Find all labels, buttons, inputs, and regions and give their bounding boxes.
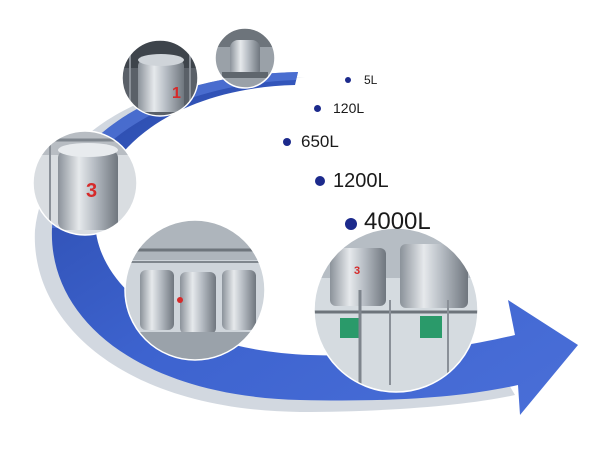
scale-dot-4000l (345, 218, 357, 230)
scale-label-4000l: 4000L (364, 208, 431, 235)
photo-tank-3: 3 (33, 131, 137, 235)
scale-label-1200l: 1200L (333, 170, 389, 192)
scale-label-120l: 120L (333, 100, 365, 116)
svg-text:3: 3 (86, 180, 97, 202)
scale-dot-650l (283, 138, 291, 146)
scale-dot-120l (314, 105, 321, 112)
scale-dot-5l (345, 77, 351, 83)
svg-text:3: 3 (354, 265, 360, 277)
scale-dot-1200l (315, 176, 325, 186)
photo-production-line: 3 (314, 228, 478, 392)
svg-text:1: 1 (172, 85, 181, 102)
scale-label-650l: 650L (301, 132, 339, 151)
scale-label-5l: 5L (364, 73, 378, 87)
